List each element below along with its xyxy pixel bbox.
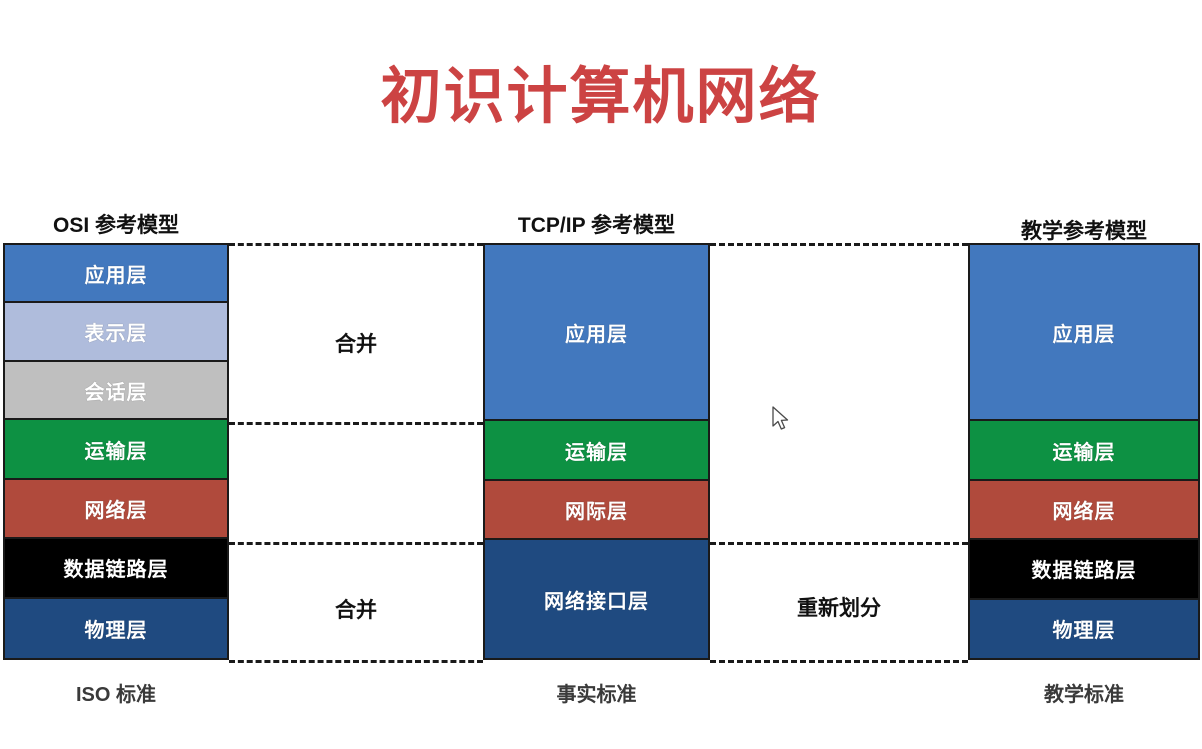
annotation-resplit: 重新划分 xyxy=(797,597,881,620)
connector-dash-left-top xyxy=(229,243,483,246)
tcpip-layer-network-interface: 网络接口层 xyxy=(485,540,708,658)
caption-de-facto-standard: 事实标准 xyxy=(556,684,637,706)
teaching-model-stack: 应用层 运输层 网络层 数据链路层 物理层 xyxy=(968,243,1200,660)
column-header-tcpip: TCP/IP 参考模型 xyxy=(517,214,676,237)
teaching-layer-network: 网络层 xyxy=(970,480,1198,541)
osi-layer-session: 会话层 xyxy=(5,361,227,421)
tcpip-model-stack: 应用层 运输层 网际层 网络接口层 xyxy=(483,243,710,660)
caption-iso-standard: ISO 标准 xyxy=(75,684,156,706)
mouse-pointer-icon xyxy=(772,406,789,430)
tcpip-layer-internet: 网际层 xyxy=(485,480,708,541)
teaching-layer-transport: 运输层 xyxy=(970,421,1198,481)
column-header-teaching: 教学参考模型 xyxy=(1021,220,1147,243)
connector-dash-right-top xyxy=(710,243,968,246)
connector-dash-left-mid2 xyxy=(229,542,483,545)
caption-teaching-standard: 教学标准 xyxy=(1044,684,1124,706)
connector-dash-left-mid1 xyxy=(229,422,483,425)
connector-dash-left-bottom xyxy=(229,660,483,663)
osi-layer-application: 应用层 xyxy=(5,245,227,304)
osi-model-stack: 应用层 表示层 会话层 运输层 网络层 数据链路层 物理层 xyxy=(3,243,229,660)
connector-dash-right-mid xyxy=(710,542,968,545)
annotation-merge-top: 合并 xyxy=(335,333,377,356)
osi-layer-transport: 运输层 xyxy=(5,420,227,480)
page-title: 初识计算机网络 xyxy=(380,62,822,130)
osi-layer-presentation: 表示层 xyxy=(5,303,227,362)
tcpip-layer-application: 应用层 xyxy=(485,245,708,422)
teaching-layer-data-link: 数据链路层 xyxy=(970,540,1198,600)
teaching-layer-physical: 物理层 xyxy=(970,599,1198,659)
annotation-merge-bottom: 合并 xyxy=(335,599,377,622)
osi-layer-data-link: 数据链路层 xyxy=(5,539,227,599)
teaching-layer-application: 应用层 xyxy=(970,245,1198,422)
column-header-osi: OSI 参考模型 xyxy=(52,214,179,237)
osi-layer-network: 网络层 xyxy=(5,479,227,540)
tcpip-layer-transport: 运输层 xyxy=(485,421,708,481)
connector-dash-right-bottom xyxy=(710,660,968,663)
osi-layer-physical: 物理层 xyxy=(5,598,227,658)
